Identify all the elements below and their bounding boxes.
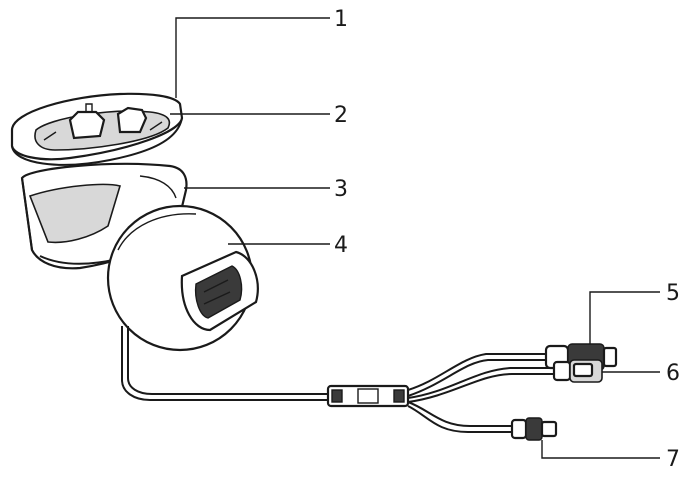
leader-5 [589, 291, 660, 344]
callout-1: 1 [334, 7, 348, 32]
leader-lines [170, 17, 660, 459]
mounting-base [10, 92, 184, 166]
network-connector [544, 343, 618, 371]
video-connector [510, 417, 558, 441]
callout-2: 2 [334, 103, 348, 128]
branch-cables [407, 353, 556, 433]
leader-1 [175, 17, 330, 98]
cable-junction [326, 384, 410, 408]
callout-4: 4 [334, 233, 348, 258]
main-cable [121, 326, 330, 401]
power-connector [552, 359, 603, 383]
callout-labels: 1 2 3 4 5 6 7 [334, 7, 680, 472]
callout-5: 5 [666, 281, 680, 306]
callout-7: 7 [666, 447, 680, 472]
camera-ball [106, 204, 259, 352]
callout-3: 3 [334, 177, 348, 202]
leader-7 [541, 440, 660, 459]
callout-6: 6 [666, 361, 680, 386]
